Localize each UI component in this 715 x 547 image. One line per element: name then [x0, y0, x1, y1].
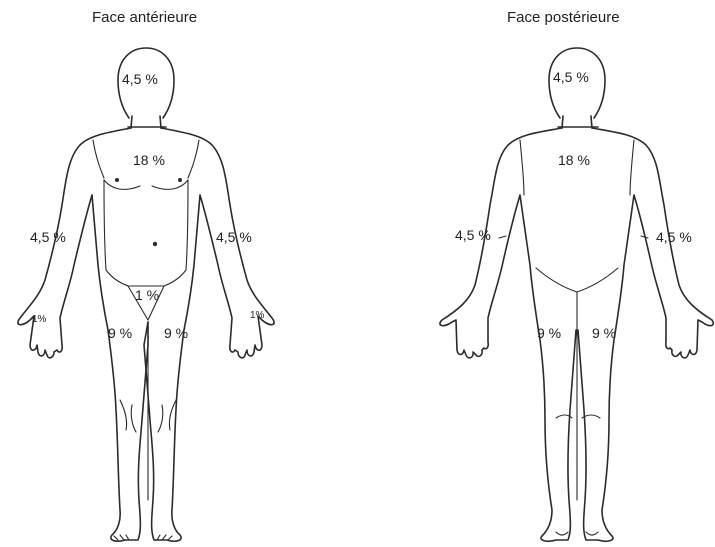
back-head-pct: 4,5 %	[553, 69, 589, 85]
front-hand-right-pct: 1%	[250, 310, 265, 321]
front-head-pct: 4,5 %	[122, 71, 158, 87]
back-leg-left-pct: 9 %	[537, 325, 561, 341]
back-arm-right-pct: 4,5 %	[656, 229, 692, 245]
front-hand-left-pct: 1%	[32, 314, 47, 325]
back-leg-right-pct: 9 %	[592, 325, 616, 341]
back-arm-left-pct: 4,5 %	[455, 227, 491, 243]
front-arm-left-pct: 4,5 %	[30, 229, 66, 245]
front-leg-right-pct: 9 %	[164, 325, 188, 341]
back-trunk-pct: 18 %	[558, 152, 590, 168]
front-genital-pct: 1 %	[135, 287, 159, 303]
front-leg-left-pct: 9 %	[108, 325, 132, 341]
front-trunk-pct: 18 %	[133, 152, 165, 168]
front-arm-right-pct: 4,5 %	[216, 229, 252, 245]
back-figure	[440, 48, 713, 541]
